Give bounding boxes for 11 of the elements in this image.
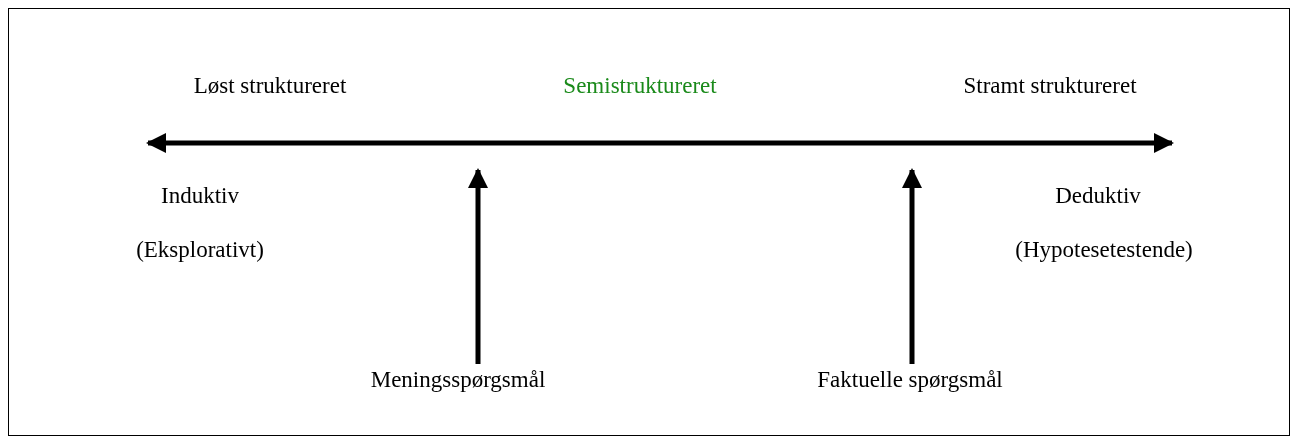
scale-label: Løst struktureret <box>193 72 347 100</box>
approach-label: Induktiv <box>161 182 239 210</box>
question-type-label: Meningsspørgsmål <box>370 366 546 394</box>
approach-note: (Eksplorativt) <box>136 236 264 264</box>
approach-note: (Hypotesetestende) <box>1015 236 1193 264</box>
question-type-label: Faktuelle spørgsmål <box>817 366 1003 394</box>
scale-label: Semistruktureret <box>563 72 717 100</box>
arrow <box>468 168 488 364</box>
scale-label: Stramt struktureret <box>963 72 1137 100</box>
arrow <box>902 168 922 364</box>
approach-label: Deduktiv <box>1055 182 1141 210</box>
